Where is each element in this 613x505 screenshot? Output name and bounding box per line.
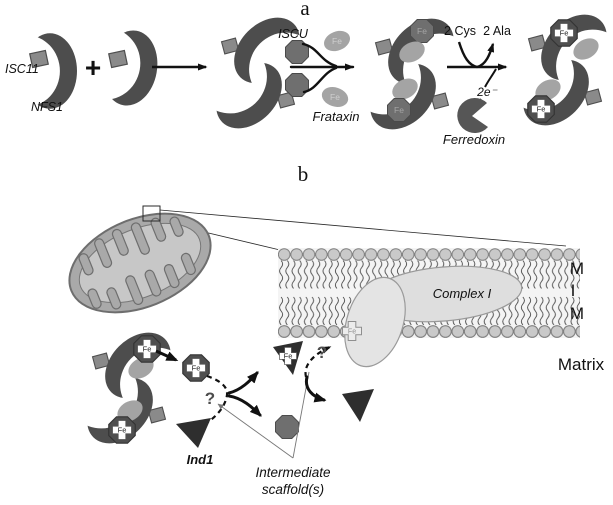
scaffold-complex: Fe Fe xyxy=(74,320,184,457)
fe-octagon: Fe xyxy=(183,355,209,381)
crista xyxy=(78,253,94,276)
mim-label-i: I xyxy=(571,281,576,300)
fe-label: Fe xyxy=(394,105,404,115)
dashed-path-ind1 xyxy=(203,374,229,426)
holo-complex: Fe Fe xyxy=(510,2,613,139)
isc11-label: ISC11 xyxy=(5,62,39,76)
panel-b-label: b xyxy=(298,162,309,186)
svg-text:Fe: Fe xyxy=(560,29,569,38)
fe-triangle: Fe xyxy=(273,341,303,375)
two-cys-label: 2 Cys xyxy=(444,24,476,38)
fe-cluster-icon-light: Fe xyxy=(342,321,362,341)
frataxin-oval-2: Fe xyxy=(321,87,349,107)
question-mark-1: ? xyxy=(205,389,215,408)
fe-label: Fe xyxy=(332,36,342,46)
zoom-line-1 xyxy=(159,209,567,247)
crista xyxy=(163,264,180,289)
intermediate-label-line2: scaffold(s) xyxy=(262,482,324,497)
mim-label-m1: M xyxy=(570,259,584,278)
frataxin-oval xyxy=(392,78,418,100)
merge-arrow xyxy=(289,42,355,94)
svg-text:Fe: Fe xyxy=(192,364,201,373)
electron-curve xyxy=(484,68,497,88)
cys-ala-arrow xyxy=(457,41,495,69)
crista xyxy=(87,288,102,309)
frataxin-label: Frataxin xyxy=(313,109,360,124)
crista xyxy=(169,216,184,237)
svg-text:Fe: Fe xyxy=(143,345,152,354)
solid-arrow-triangle xyxy=(304,375,327,403)
mitochondrion xyxy=(68,212,212,314)
fe-cluster-icon: Fe xyxy=(528,96,554,122)
svg-text:Fe: Fe xyxy=(284,352,293,361)
fe-label: Fe xyxy=(330,92,340,102)
assembly-complex: Fe Fe xyxy=(357,6,467,143)
branch-arrow-down xyxy=(227,394,262,417)
matrix-label: Matrix xyxy=(558,355,605,374)
plus-sign: + xyxy=(85,52,101,83)
crista xyxy=(94,238,113,268)
electrons-label: 2e⁻ xyxy=(476,85,498,99)
complex-i-label: Complex I xyxy=(433,286,492,301)
dashed-arrow-complex xyxy=(304,345,332,378)
crista xyxy=(130,222,150,255)
ferredoxin-shape xyxy=(457,98,488,134)
iscu-label: ISCU xyxy=(278,27,309,41)
transfer-arrow xyxy=(155,349,179,362)
crista xyxy=(150,217,167,242)
intermediate-label-line1: Intermediate xyxy=(255,465,330,480)
fe-cluster-icon: Fe xyxy=(551,20,577,46)
crista xyxy=(180,252,196,276)
zoom-rect xyxy=(142,205,161,222)
fe-label: Fe xyxy=(417,26,427,36)
panel-a-label: a xyxy=(300,0,310,20)
ferredoxin-label: Ferredoxin xyxy=(443,132,505,147)
frataxin-oval xyxy=(573,38,599,60)
frataxin-oval-1: Fe xyxy=(323,30,351,52)
svg-text:Fe: Fe xyxy=(348,329,356,336)
ind1-label: Ind1 xyxy=(187,452,214,467)
scaffold-octagon xyxy=(275,415,299,439)
two-ala-label: 2 Ala xyxy=(483,24,511,38)
crista xyxy=(125,275,144,305)
pointer-line-1 xyxy=(217,403,294,459)
crista xyxy=(144,269,162,297)
iscu-octagon-2 xyxy=(285,73,309,97)
frataxin-oval xyxy=(399,41,425,63)
apo-triangle xyxy=(342,389,374,422)
lipid-heads xyxy=(278,325,580,338)
cristae xyxy=(78,216,196,310)
question-mark-2: ? xyxy=(317,343,327,362)
crista xyxy=(106,287,122,310)
svg-text:Fe: Fe xyxy=(118,426,127,435)
svg-text:Fe: Fe xyxy=(537,105,546,114)
complex-i-matrix-arm xyxy=(344,276,406,368)
ind1-triangle xyxy=(176,418,211,448)
crista xyxy=(111,228,129,256)
mim-label-m2: M xyxy=(570,304,584,323)
branch-arrow-up xyxy=(227,371,259,395)
fe-cluster-icon: Fe xyxy=(109,417,135,443)
fe-cluster-icon: Fe xyxy=(134,336,160,362)
nfs1-label: NFS1 xyxy=(31,100,63,114)
